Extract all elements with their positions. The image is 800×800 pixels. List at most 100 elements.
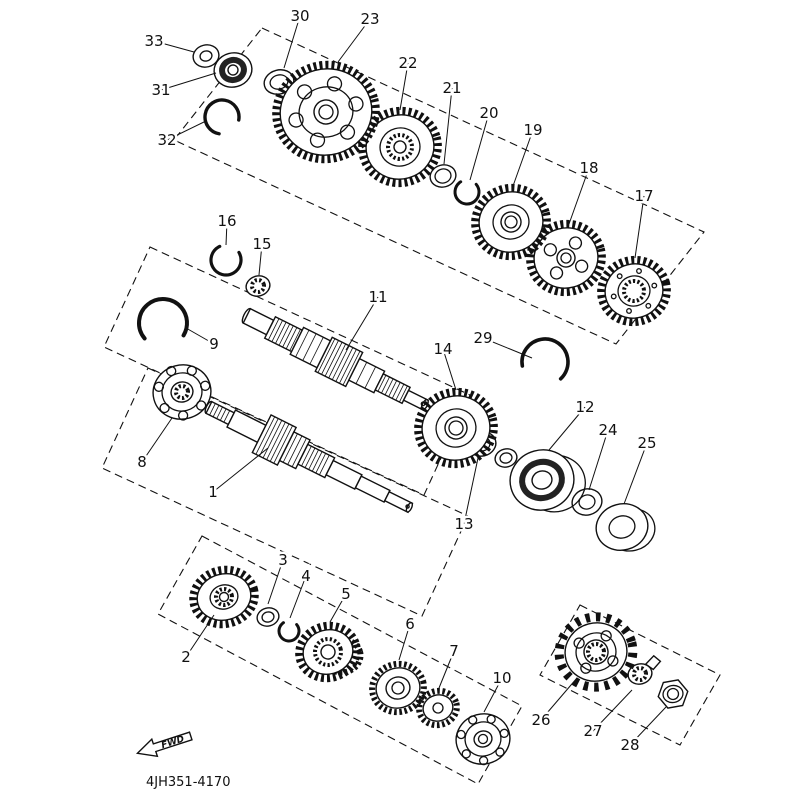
retainer-29 [520,337,570,387]
callout-line-29 [482,337,533,359]
bearing-12 [509,449,586,513]
gear-7 [416,687,460,729]
collar-25 [595,503,656,552]
drive-shaft-1 [204,400,414,514]
bearing-31 [213,52,253,88]
callout-line-16 [225,220,228,246]
callout-line-25 [623,442,648,505]
circlip-16 [209,243,243,277]
circlip-4 [277,619,301,643]
washer-15 [245,275,271,297]
callout-line-3 [267,559,284,605]
callout-6: 6 [405,615,415,633]
callout-27: 27 [583,722,602,740]
group-box-drive-shaft [101,367,469,617]
callout-23: 23 [360,10,379,28]
callout-line-4 [289,575,307,619]
callout-line-2 [185,614,215,658]
washer-13b [494,448,518,468]
callout-11: 11 [368,288,387,306]
callout-26: 26 [531,711,550,729]
circlip-9 [137,297,189,349]
callout-30: 30 [290,7,309,25]
diagram-code: 4JH351-4170 [146,775,230,790]
callout-line-31 [160,72,217,91]
callout-line-21 [443,87,453,165]
gear-2 [189,565,259,629]
callout-9: 9 [209,335,219,353]
callout-line-17 [634,195,645,259]
washer-33 [192,44,220,68]
callout-line-8 [141,417,173,463]
callout-line-12 [548,406,586,451]
callout-15: 15 [252,235,271,253]
bearing-10 [455,713,511,766]
washer-21 [429,164,457,188]
callout-28: 28 [620,736,639,754]
circlip-20 [453,178,481,206]
callout-line-19 [512,129,534,187]
gear-19 [471,183,551,261]
callout-8: 8 [137,453,147,471]
callout-line-6 [398,623,411,661]
callout-20: 20 [479,104,498,122]
callout-line-14 [442,348,457,391]
callout-22: 22 [398,54,417,72]
callout-line-32 [166,120,207,141]
callout-10: 10 [492,669,511,687]
callout-16: 16 [217,212,236,230]
nut-28 [657,679,689,709]
gear-23 [272,60,380,164]
callout-12: 12 [575,398,594,416]
callout-14: 14 [433,340,452,358]
group-box-sprocket [539,604,721,746]
callout-5: 5 [341,585,351,603]
main-shaft-11 [241,307,430,411]
spacer-24 [571,488,603,516]
callout-4: 4 [301,567,311,585]
group-box-lower-gears [157,535,523,785]
washer-3 [256,607,280,627]
gear-14 [414,387,498,469]
callout-13: 13 [454,515,473,533]
fwd-label: FWD [160,734,186,751]
callout-line-30 [283,15,301,69]
group-outlines [101,27,721,785]
sprocket-26 [554,612,638,692]
callout-line-24 [588,429,609,491]
callout-line-1 [212,447,269,493]
group-box-main-shaft [103,246,471,496]
callout-line-33 [153,40,195,53]
callout-31: 31 [151,81,170,99]
callout-line-28 [629,706,667,746]
callout-33: 33 [144,32,163,50]
callout-line-9 [185,327,215,345]
lock-washer-27 [627,654,662,685]
callout-line-22 [399,62,409,111]
callout-24: 24 [598,421,617,439]
callout-2: 2 [181,648,191,666]
callout-18: 18 [579,159,598,177]
callout-line-13 [463,457,479,525]
callout-line-7 [438,650,455,689]
callout-1: 1 [208,483,218,501]
circlip-32 [203,98,241,136]
callout-29: 29 [473,329,492,347]
group-box-upper-gears [173,27,705,345]
fwd-arrow: FWD [135,731,193,758]
callout-25: 25 [637,434,656,452]
callout-line-23 [337,18,371,63]
callout-line-26 [540,677,578,721]
callout-line-11 [345,296,379,351]
callout-line-27 [592,689,633,732]
callout-21: 21 [442,79,461,97]
callout-32: 32 [157,131,176,149]
callout-line-20 [469,112,490,181]
bearing-8 [152,364,212,421]
callout-line-18 [568,167,590,225]
callout-line-5 [329,593,347,623]
callout-7: 7 [449,642,459,660]
callout-line-15 [258,243,263,276]
gear-5 [295,621,364,683]
